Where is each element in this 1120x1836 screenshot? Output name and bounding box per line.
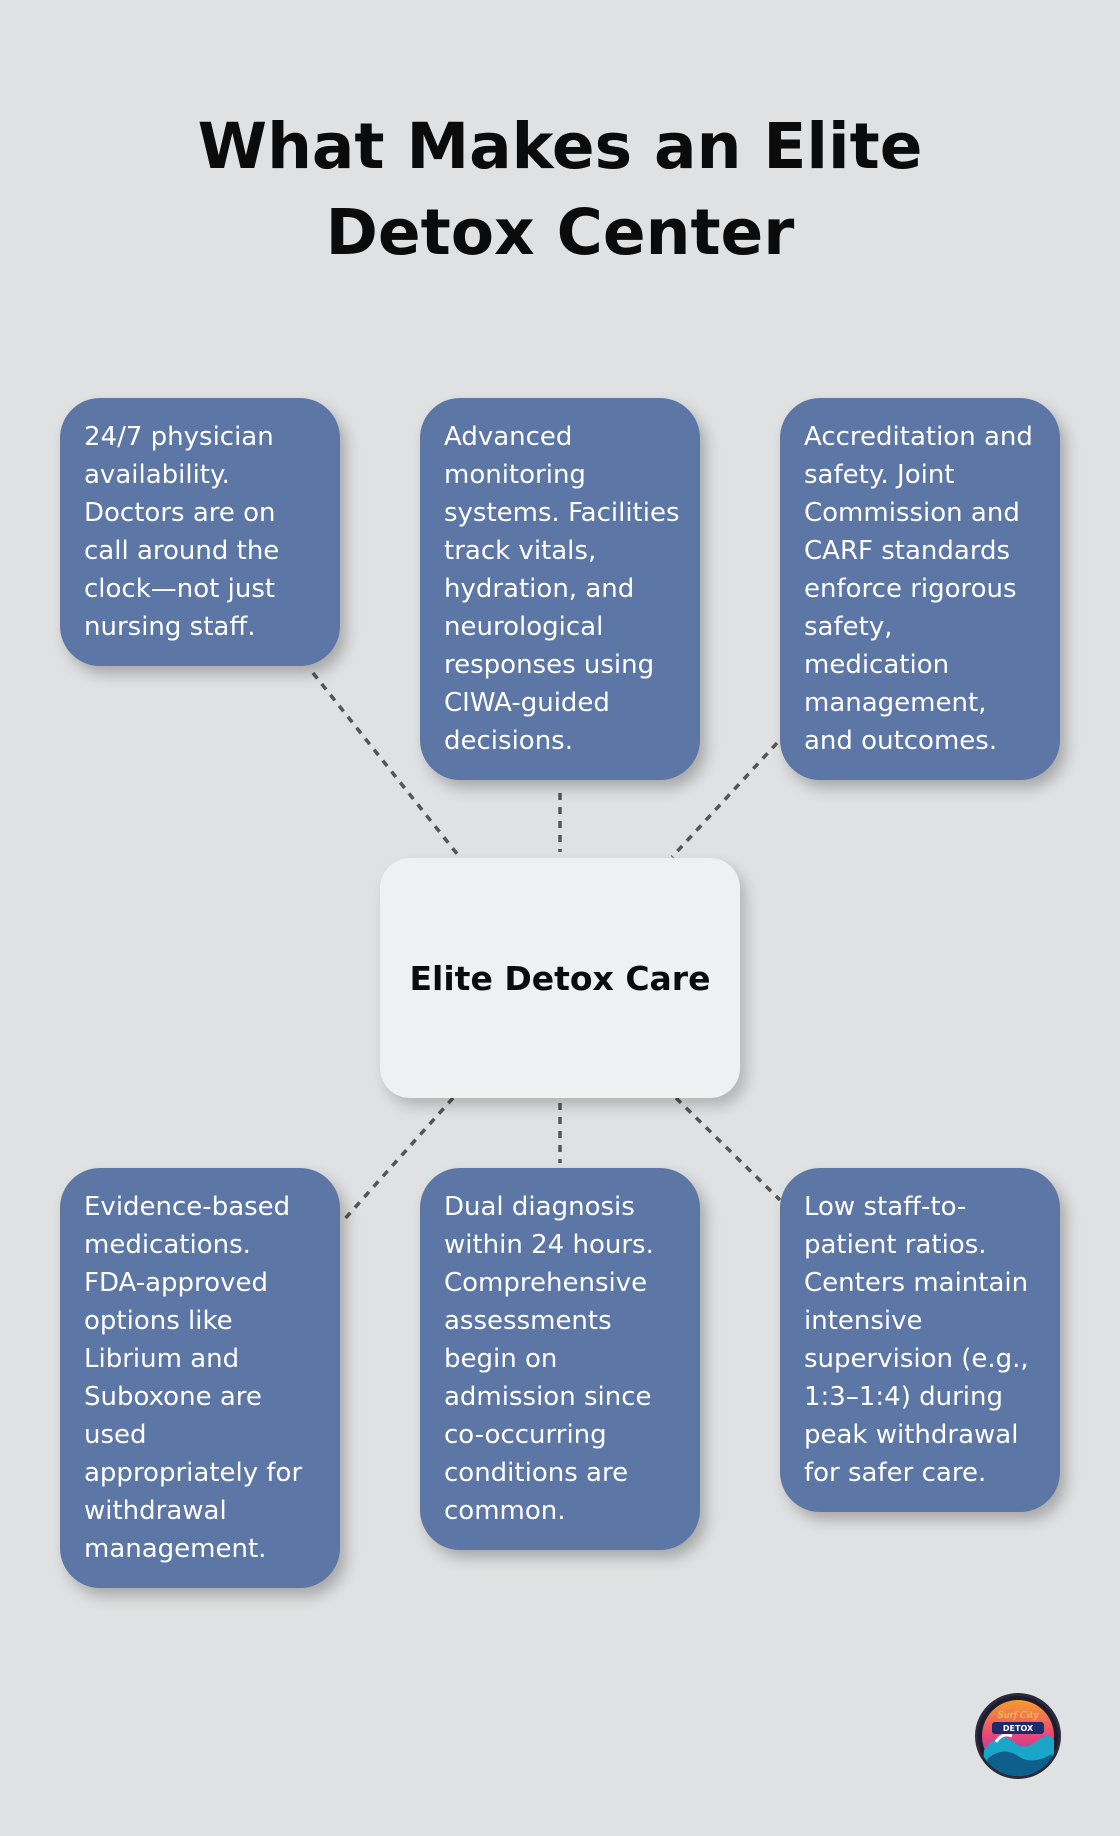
svg-text:Surf City: Surf City <box>998 1711 1040 1721</box>
card-monitoring-systems: Advanced monitoring systems. Facilities … <box>420 398 700 780</box>
page-title: What Makes an Elite Detox Center <box>197 110 923 269</box>
brand-logo: DETOX Surf City <box>978 1696 1058 1776</box>
center-node: Elite Detox Care <box>380 858 740 1098</box>
connector-top-left <box>311 671 460 857</box>
card-staff-ratios: Low staff-to-patient ratios. Centers mai… <box>780 1168 1060 1512</box>
card-accreditation-safety: Accreditation and safety. Joint Commissi… <box>780 398 1060 780</box>
svg-text:DETOX: DETOX <box>1003 1724 1034 1733</box>
card-evidence-based-medications: Evidence-based medications. FDA-approved… <box>60 1168 340 1588</box>
connector-top-right <box>670 741 779 859</box>
card-physician-availability: 24/7 physician availability. Doctors are… <box>60 398 340 666</box>
connector-bottom-right <box>674 1096 782 1202</box>
center-label: Elite Detox Care <box>409 958 711 998</box>
card-dual-diagnosis: Dual diagnosis within 24 hours. Comprehe… <box>420 1168 700 1550</box>
